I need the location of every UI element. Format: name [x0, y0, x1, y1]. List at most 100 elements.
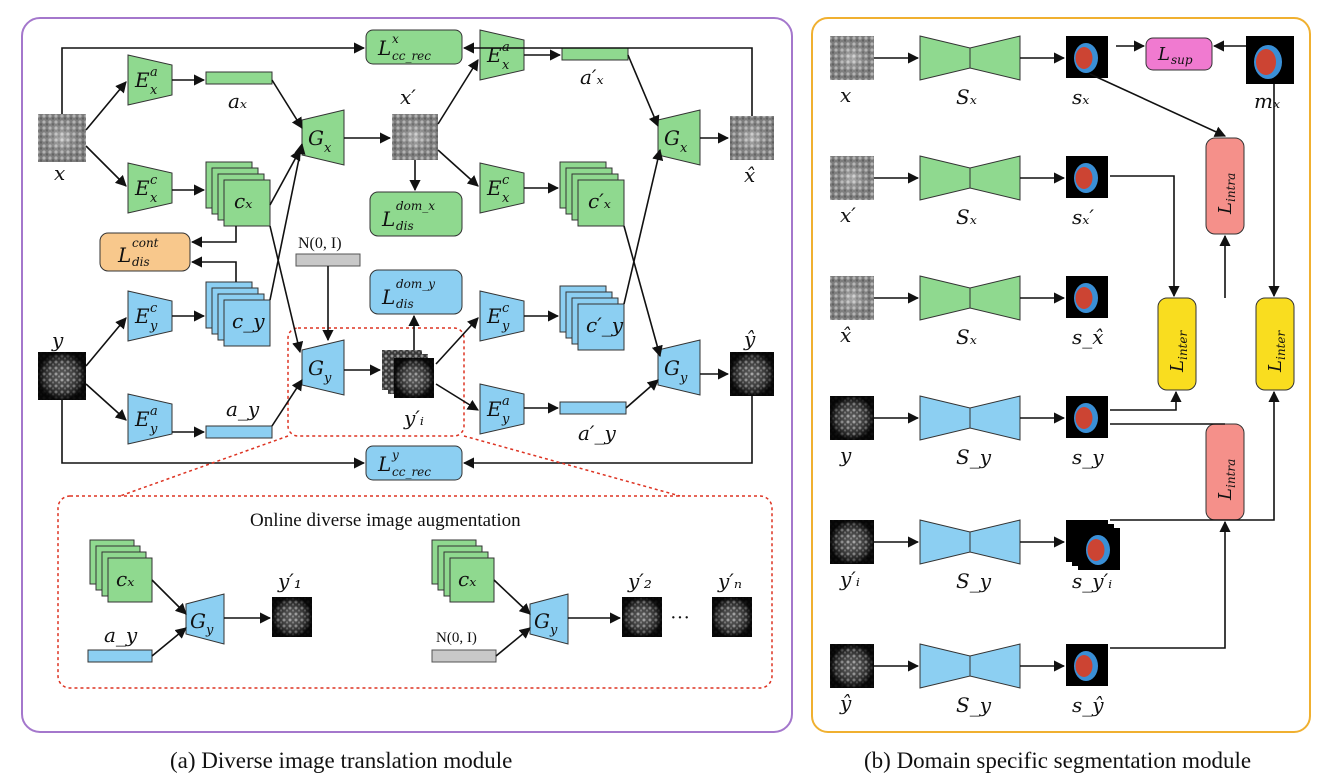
seg-row-4: y′ᵢ S_y s_y′ᵢ	[830, 519, 1120, 593]
encoder-e-x-c: E cx	[127, 162, 173, 214]
seg-output-label: s_y′ᵢ	[1072, 569, 1112, 593]
connections-panel-a	[61, 42, 753, 469]
svg-text:c′ₓ: c′ₓ	[588, 189, 611, 213]
aug-right-noise: N(0, I)	[431, 630, 497, 663]
svg-text:dis: dis	[396, 297, 414, 311]
aug-right-g-y: G y	[529, 593, 569, 645]
svg-text:intra: intra	[1224, 173, 1238, 202]
code-c-y: c_y	[205, 281, 271, 347]
svg-text:y: y	[501, 319, 510, 334]
seg-network-label: S_y	[956, 569, 992, 593]
svg-text:a: a	[150, 65, 158, 80]
svg-text:c′_y: c′_y	[586, 313, 624, 337]
svg-text:a_y: a_y	[226, 397, 260, 421]
loss-sup: L sup	[1145, 37, 1213, 71]
aug-y1: y′₁	[272, 569, 312, 637]
svg-text:a′ₓ: a′ₓ	[580, 65, 604, 89]
svg-text:cc_rec: cc_rec	[392, 49, 431, 63]
svg-text:E: E	[486, 176, 502, 200]
aug-y2: y′₂	[622, 569, 662, 637]
code-a-x-prime: a′ₓ	[561, 47, 629, 89]
svg-text:E: E	[134, 407, 150, 431]
svg-text:a_y: a_y	[104, 623, 138, 647]
svg-text:y: y	[549, 623, 558, 638]
svg-text:E: E	[134, 304, 150, 328]
svg-text:x: x	[150, 83, 158, 98]
svg-text:a′_y: a′_y	[578, 421, 616, 445]
aug-left-c-x: cₓ	[89, 539, 153, 603]
svg-text:L: L	[377, 36, 391, 60]
seg-output-label: s_x̂	[1072, 325, 1104, 349]
svg-text:c: c	[150, 173, 158, 188]
svg-text:G: G	[190, 609, 206, 633]
svg-text:y: y	[501, 412, 510, 427]
svg-text:c_y: c_y	[232, 309, 265, 333]
encoder-e-x-c-2: E cx	[479, 162, 525, 214]
svg-text:E: E	[134, 176, 150, 200]
svg-text:dis: dis	[132, 255, 150, 269]
svg-text:y: y	[205, 623, 214, 638]
seg-input-label: ŷ	[839, 691, 852, 715]
svg-text:E: E	[486, 397, 502, 421]
svg-text:dom_y: dom_y	[396, 277, 435, 291]
encoder-e-x-a: E ax	[127, 54, 173, 106]
svg-text:L: L	[1215, 202, 1236, 215]
image-x-prime: x′	[392, 85, 438, 160]
svg-text:x: x	[54, 161, 65, 185]
encoder-e-x-a-2: E ax	[479, 29, 525, 81]
svg-text:L: L	[1167, 360, 1188, 373]
loss-inter-2: L inter	[1255, 297, 1295, 391]
augmentation-box: Online diverse image augmentation cₓ a_y…	[57, 495, 773, 689]
svg-text:cc_rec: cc_rec	[392, 465, 431, 479]
svg-text:L: L	[377, 452, 391, 476]
seg-network-label: S_y	[956, 445, 992, 469]
image-x: x	[38, 114, 86, 185]
loss-dis-cont: L dis cont	[99, 232, 191, 272]
mask-m-x: mₓ	[1246, 36, 1294, 113]
svg-text:y′₂: y′₂	[627, 569, 652, 593]
loss-inter-1: L inter	[1157, 297, 1197, 391]
generator-g-y-1: G y	[301, 339, 345, 396]
svg-text:y: y	[149, 319, 158, 334]
loss-intra-2: L intra	[1205, 423, 1245, 521]
svg-text:intra: intra	[1224, 459, 1238, 488]
image-y: y	[38, 328, 86, 400]
svg-text:y: y	[323, 371, 332, 386]
code-c-x: cₓ	[205, 161, 271, 227]
code-c-x-prime: c′ₓ	[559, 161, 625, 227]
svg-text:E: E	[486, 43, 502, 67]
seg-input-label: x′	[840, 203, 856, 227]
seg-network-label: Sₓ	[956, 85, 977, 109]
svg-text:y: y	[679, 371, 688, 386]
svg-text:c: c	[502, 173, 510, 188]
code-c-y-prime: c′_y	[559, 285, 625, 351]
seg-input-label: x̂	[840, 323, 851, 347]
svg-text:y′ᵢ: y′ᵢ	[403, 406, 424, 430]
svg-text:G: G	[664, 126, 680, 150]
seg-output-label: s_ŷ	[1072, 693, 1104, 717]
seg-input-label: y	[839, 443, 852, 467]
svg-text:y: y	[149, 422, 158, 437]
svg-text:L: L	[1215, 488, 1236, 501]
seg-input-label: y′ᵢ	[839, 567, 860, 591]
svg-text:L: L	[1265, 360, 1286, 373]
svg-text:L: L	[381, 207, 395, 231]
code-a-y-prime: a′_y	[559, 401, 627, 445]
loss-dis-dom-y: L dis dom_y	[369, 269, 463, 315]
seg-input-label: x	[840, 83, 851, 107]
generator-g-x-1: G x	[301, 109, 345, 166]
encoder-e-y-a-2: E ay	[479, 383, 525, 435]
noise-input: N(0, I)	[295, 235, 361, 267]
svg-text:y: y	[391, 448, 399, 462]
aug-left-a-y: a_y	[87, 623, 153, 663]
svg-text:cont: cont	[132, 236, 159, 250]
connections-panel-b	[1089, 40, 1280, 649]
aug-dots: ···	[670, 607, 690, 629]
seg-network-label: Sₓ	[956, 205, 977, 229]
image-y-hat: ŷ	[730, 327, 774, 396]
